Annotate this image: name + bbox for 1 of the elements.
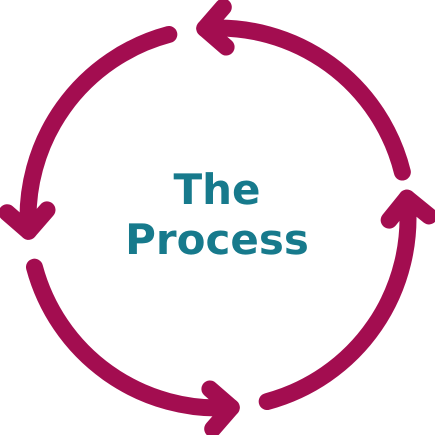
diagram-title: The Process xyxy=(124,165,310,265)
